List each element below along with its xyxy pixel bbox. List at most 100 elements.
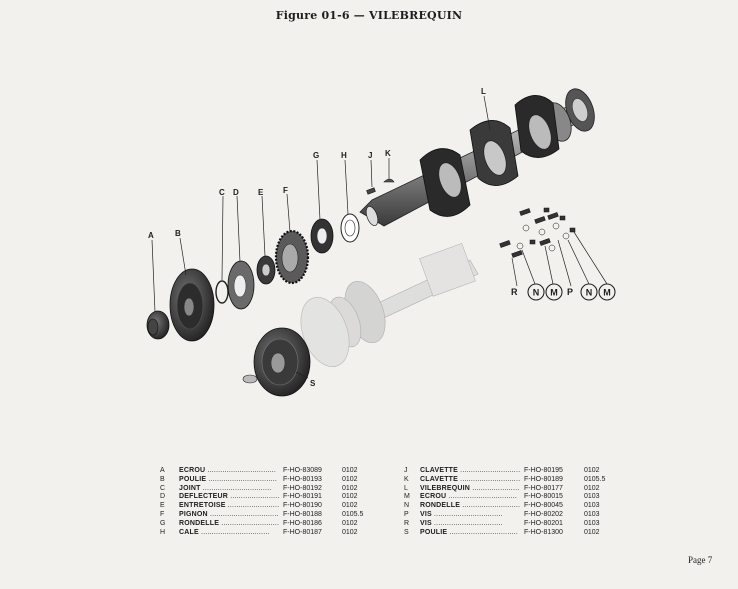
part-code: 0105.5	[584, 475, 606, 483]
part-name: CALE	[179, 529, 279, 538]
deflector-part-d	[227, 260, 255, 310]
part-reference: F-HO-80177	[524, 484, 563, 492]
part-letter: P	[404, 510, 409, 518]
callout-p: P	[567, 287, 573, 297]
nut-part-a	[146, 310, 170, 340]
part-name: ENTRETOISE	[179, 502, 279, 511]
parts-row: A ÉCROU F-HO-83089 0102	[160, 467, 385, 476]
pulley-part-s	[242, 327, 311, 397]
joint-part-c	[215, 280, 229, 304]
part-name: PIGNON	[179, 511, 279, 520]
key-part-j	[366, 187, 376, 195]
part-name: VILEBREQUIN	[420, 485, 520, 494]
part-letter: A	[160, 467, 165, 474]
part-name: ÉCROU	[420, 493, 520, 502]
callout-e: E	[258, 188, 264, 197]
part-letter: H	[160, 528, 166, 536]
part-letter: S	[404, 528, 409, 536]
part-letter: R	[404, 519, 410, 527]
callout-f: F	[283, 186, 288, 195]
parts-row: M ÉCROU F-HO-80015 0103	[404, 493, 629, 502]
callout-n-first-circle: N	[527, 283, 545, 301]
callout-g: G	[313, 151, 319, 160]
part-reference: F-HO-80045	[524, 502, 563, 510]
part-code: 0103	[584, 510, 600, 518]
callout-a: A	[148, 231, 154, 240]
key-part-k	[383, 178, 395, 183]
part-code: 0102	[342, 493, 358, 501]
shim-part-h	[340, 213, 360, 243]
leader-lines	[151, 95, 608, 379]
part-letter: F	[160, 510, 165, 518]
parts-list-left-column: A ÉCROU F-HO-83089 0102 B POULIE F-HO-80193 01…	[160, 467, 385, 537]
callout-d: D	[233, 188, 239, 197]
part-reference: F-HO-80192	[283, 484, 322, 492]
part-reference: F-HO-80191	[283, 493, 322, 501]
part-reference: F-HO-80187	[283, 528, 322, 536]
part-reference: F-HO-80188	[283, 510, 322, 518]
callout-k: K	[385, 149, 391, 158]
part-code: 0103	[584, 493, 600, 501]
callout-n-second: N	[586, 288, 593, 298]
page-number: Page 7	[688, 555, 713, 565]
callout-m-first-circle: M	[545, 283, 563, 301]
part-reference: F-HO-80015	[524, 493, 563, 501]
part-reference: F-HO-80189	[524, 475, 563, 483]
callout-m-second-circle: M	[598, 283, 616, 301]
callout-j: J	[368, 151, 372, 160]
part-letter: M	[404, 493, 410, 501]
part-name: VIS	[420, 520, 520, 529]
part-code: 0105.5	[342, 510, 364, 518]
part-name: POULIE	[179, 476, 279, 485]
part-code: 0102	[584, 528, 600, 536]
part-letter: C	[160, 484, 166, 492]
figure-title: Figure 01-6 — VILEBREQUIN	[275, 9, 463, 22]
part-letter: E	[160, 502, 165, 510]
callout-n-second-circle: N	[580, 283, 598, 301]
part-code: 0102	[342, 519, 358, 527]
parts-row: G RONDELLE F-HO-80186 0102	[160, 520, 385, 529]
parts-row: R VIS F-HO-80201 0103	[404, 520, 629, 529]
part-letter: B	[160, 475, 165, 483]
gear-part-f	[274, 229, 310, 285]
fastener-cluster	[499, 207, 576, 258]
part-name: RONDELLE	[179, 520, 279, 529]
part-letter: J	[404, 467, 408, 474]
part-letter: D	[160, 493, 166, 501]
part-code: 0102	[342, 467, 358, 474]
callout-s: S	[310, 379, 316, 388]
part-name: ÉCROU	[179, 467, 279, 476]
part-reference: F-HO-80202	[524, 510, 563, 518]
part-reference: F-HO-80195	[524, 467, 563, 474]
part-reference: F-HO-80186	[283, 519, 322, 527]
part-reference: F-HO-80201	[524, 519, 563, 527]
part-code: 0102	[342, 484, 358, 492]
part-name: RONDELLE	[420, 502, 520, 511]
crankshaft-part	[359, 88, 595, 227]
part-letter: N	[404, 502, 410, 510]
part-name: DÉFLECTEUR	[179, 493, 279, 502]
callout-l: L	[481, 87, 486, 96]
assembled-view-ghost	[300, 242, 479, 367]
part-letter: G	[160, 519, 166, 527]
callout-b: B	[175, 229, 181, 238]
part-name: POULIE	[420, 529, 520, 538]
part-code: 0102	[342, 502, 358, 510]
part-reference: F-HO-83089	[283, 467, 322, 474]
part-code: 0103	[584, 519, 600, 527]
parts-row: F PIGNON F-HO-80188 0105.5	[160, 511, 385, 520]
callout-r: R	[511, 287, 518, 297]
callout-m-first: M	[550, 288, 558, 298]
part-name: CLAVETTE	[420, 476, 520, 485]
parts-row: D DÉFLECTEUR F-HO-80191 0102	[160, 493, 385, 502]
part-reference: F-HO-80193	[283, 475, 322, 483]
